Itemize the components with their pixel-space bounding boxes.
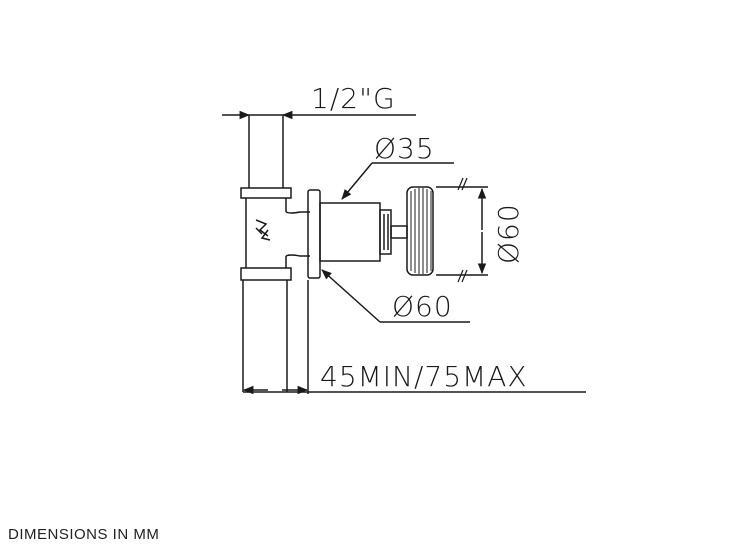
inlet-pipe — [248, 114, 284, 188]
outlet-pipe — [242, 280, 288, 392]
label-wall-depth: 45MIN/75MAX — [320, 360, 528, 393]
dim-handle-diameter — [436, 177, 488, 283]
knurled-handle — [406, 186, 434, 276]
label-rosette-diameter: Ø60 — [392, 290, 453, 323]
units-note: DIMENSIONS IN MM — [8, 526, 160, 543]
dim-wall-depth — [242, 280, 586, 395]
rosette-plate — [307, 189, 321, 279]
label-inlet-thread: 1/2"G — [311, 82, 396, 115]
valve-body — [240, 187, 310, 281]
label-spindle-diameter: Ø35 — [374, 132, 435, 165]
label-handle-diameter: Ø60 — [492, 203, 525, 264]
spindle-housing — [319, 202, 408, 262]
dim-spindle-leader — [341, 162, 454, 200]
dim-rosette-leader — [321, 269, 470, 323]
